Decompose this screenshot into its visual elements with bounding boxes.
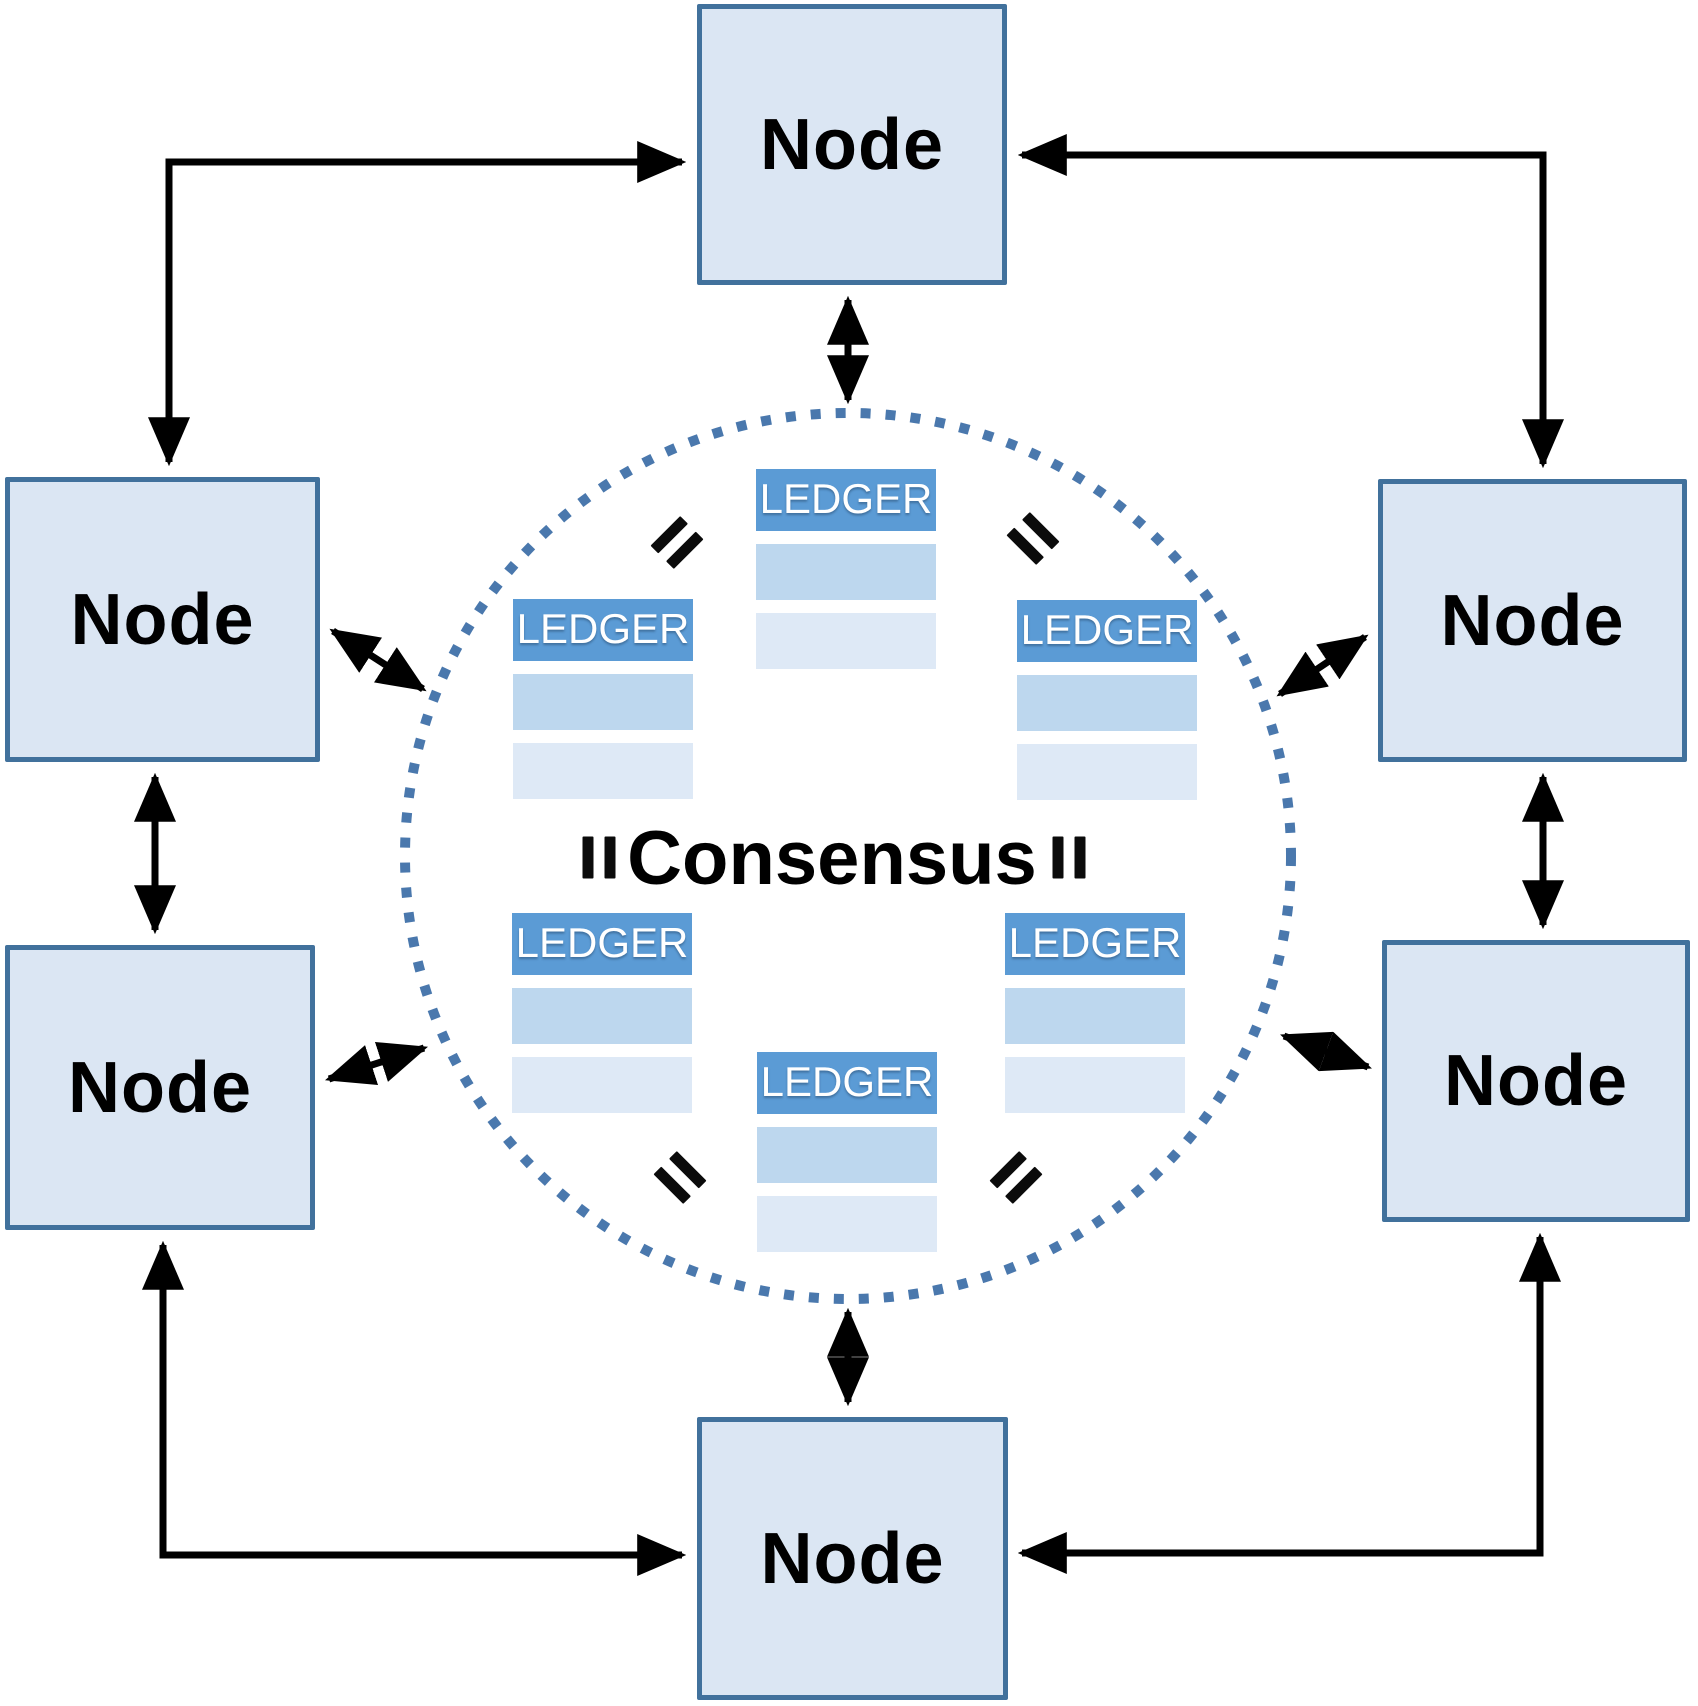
ledger-block-bottom-right: LEDGER [1005,913,1185,1126]
ledger-block-bottom: LEDGER [757,1052,937,1265]
ledger-row [756,544,936,600]
node-label: Node [70,579,255,660]
ledger-block-right: LEDGER [1017,600,1197,813]
ledger-header: LEDGER [1005,913,1185,975]
ledger-header: LEDGER [1017,600,1197,662]
arrow-bottom-left-elbow [142,1240,687,1576]
ledger-row [512,988,692,1044]
ledger-block-top: LEDGER [756,469,936,682]
ledger-header: LEDGER [756,469,936,531]
ledger-row [1017,744,1197,800]
ledger-row [1017,675,1197,731]
ledger-row [513,743,693,799]
arrow-upper-left-node-circle [329,628,427,692]
node-label: Node [1444,1041,1628,1121]
node-box-lower-right: Node [1382,940,1690,1222]
ledger-header: LEDGER [512,913,692,975]
consensus-label: Consensus [627,815,1037,901]
dotted-circle-boundary [400,408,1296,1304]
ledger-row [1005,1057,1185,1113]
ledger-row [757,1196,937,1252]
arrow-lower-right-node-circle [1280,1031,1372,1072]
ledger-row [756,613,936,669]
node-label: Node [760,104,944,185]
ledger-header: LEDGER [757,1052,937,1114]
ledger-row [1005,988,1185,1044]
arrow-top-right-elbow [1017,134,1564,469]
arrow-bottom-right-elbow [1017,1232,1561,1574]
arrow-lower-left-node-circle [325,1041,428,1086]
ledger-block-bottom-left: LEDGER [512,913,692,1126]
node-box-lower-left: Node [5,945,315,1230]
ledger-block-left: LEDGER [513,599,693,812]
ledger-header: LEDGER [513,599,693,661]
node-box-upper-left: Node [5,477,320,762]
arrow-upper-right-node-circle [1276,634,1369,697]
ledger-row [512,1057,692,1113]
ledger-row [513,674,693,730]
node-label: Node [1440,580,1625,661]
node-label: Node [68,1047,252,1128]
node-label: Node [760,1518,945,1599]
node-box-bottom: Node [697,1417,1008,1700]
node-box-top: Node [697,4,1007,285]
arrow-top-left-elbow [148,141,687,467]
node-box-upper-right: Node [1378,479,1687,762]
ledger-row [757,1127,937,1183]
